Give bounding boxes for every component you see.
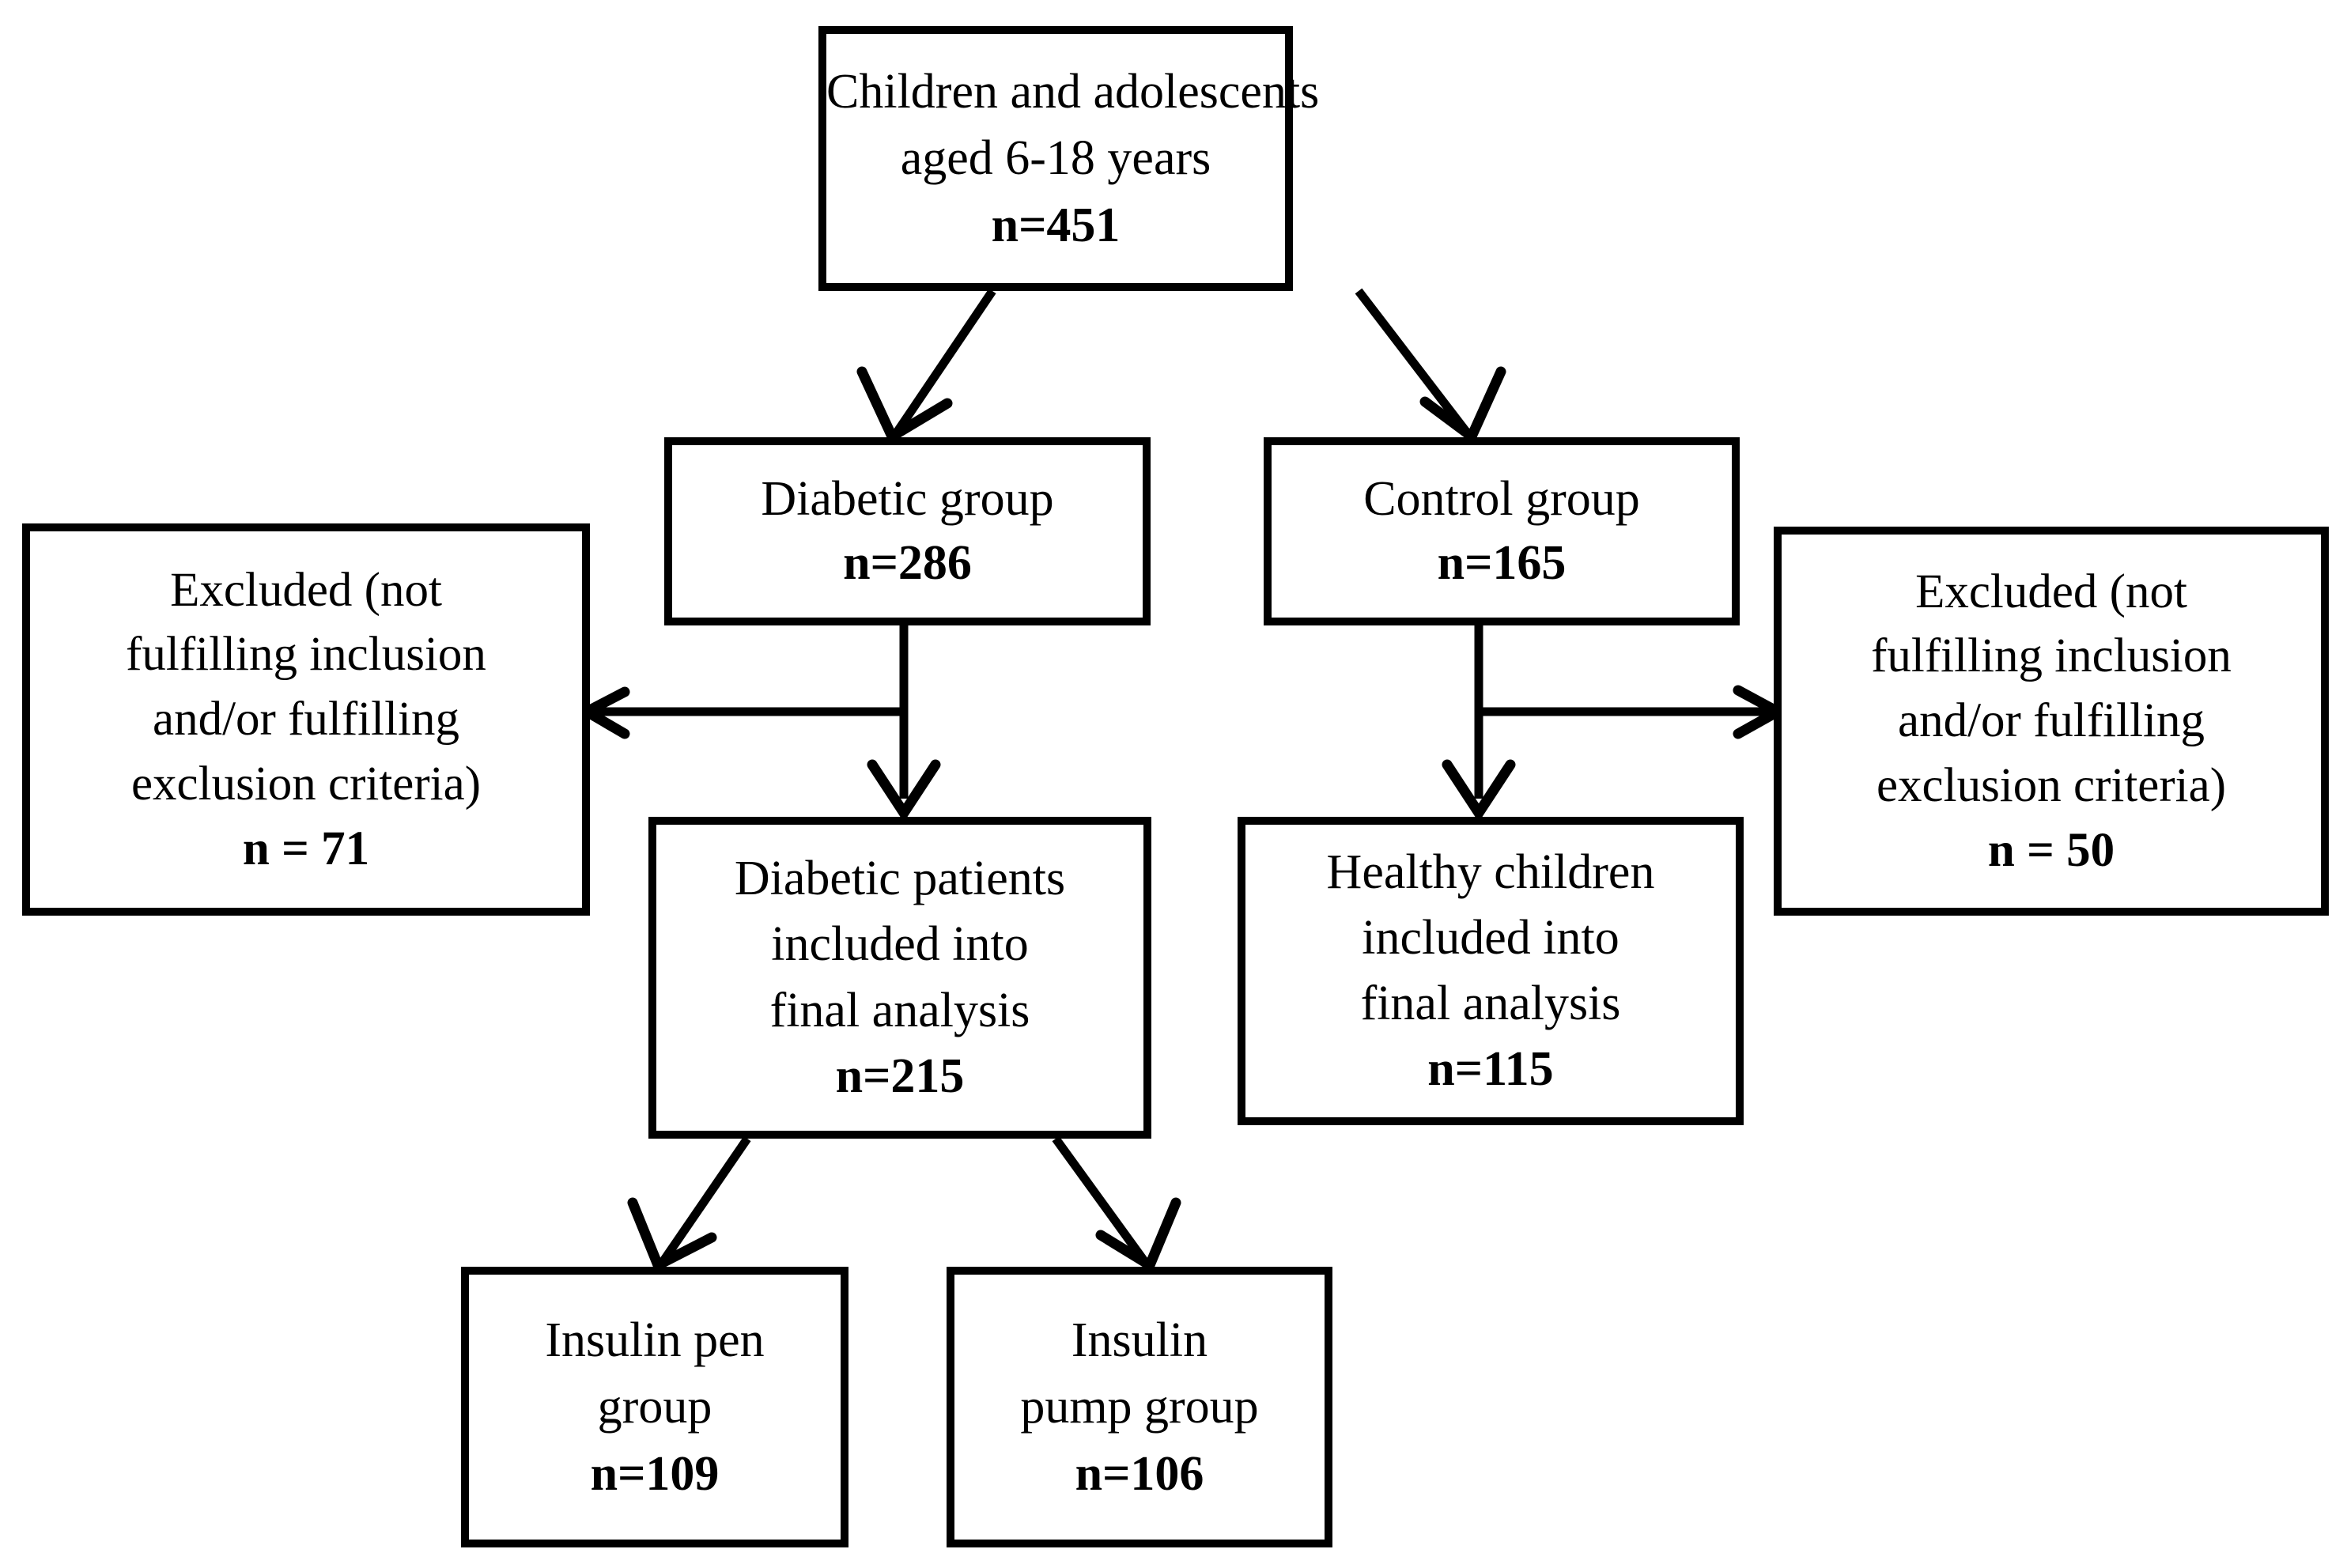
node-control-group: Control group n=165	[1264, 437, 1740, 625]
arrowhead-source-to-diabetic	[856, 366, 953, 444]
node-diabetic-group-label: Diabetic group	[761, 472, 1054, 527]
node-healthy-final-line-1: Healthy children	[1326, 844, 1655, 899]
arrowhead-source-to-control	[1419, 366, 1506, 445]
node-excluded-control: Excluded (not fulfilling inclusion and/o…	[1774, 527, 2329, 916]
node-insulin-pen-group: Insulin pen group n=109	[461, 1267, 848, 1547]
node-excluded-right-line-4: exclusion criteria)	[1876, 758, 2227, 812]
node-excluded-left-line-1: Excluded (not	[170, 563, 442, 617]
node-insulin-pen-count: n=109	[590, 1446, 720, 1501]
node-excluded-right-count: n = 50	[1987, 823, 2115, 877]
node-diabetic-final-line-1: Diabetic patients	[734, 852, 1066, 906]
node-excluded-right-line-1: Excluded (not	[1915, 565, 2187, 618]
arrowhead-diabetic-final	[867, 759, 941, 822]
node-insulin-pump-line-1: Insulin	[1071, 1313, 1208, 1368]
node-source-population: Children and adolescents aged 6-18 years…	[818, 26, 1320, 291]
node-healthy-final-analysis: Healthy children included into final ana…	[1238, 817, 1744, 1125]
arrowhead-to-pen	[627, 1197, 717, 1273]
edge-final-to-pump	[1052, 1135, 1149, 1265]
node-excluded-left-line-2: fulfilling inclusion	[126, 628, 486, 682]
arrowhead-to-pump	[1095, 1197, 1181, 1273]
node-excluded-left-line-4: exclusion criteria)	[130, 757, 482, 810]
node-source-line-1: Children and adolescents	[826, 65, 1320, 119]
node-insulin-pen-line-1: Insulin pen	[545, 1313, 765, 1368]
node-diabetic-group: Diabetic group n=286	[664, 437, 1151, 625]
node-diabetic-group-count: n=286	[843, 536, 972, 590]
node-insulin-pen-line-2: group	[597, 1380, 712, 1434]
arrowhead-to-excluded-left	[576, 686, 630, 739]
node-source-count: n=451	[991, 198, 1121, 252]
node-insulin-pump-line-2: pump group	[1020, 1380, 1259, 1434]
node-insulin-pump-count: n=106	[1075, 1446, 1204, 1501]
node-excluded-left-line-3: and/or fulfilling	[153, 693, 459, 746]
node-insulin-pump-group: Insulin pump group n=106	[947, 1267, 1332, 1547]
node-excluded-diabetic: Excluded (not fulfilling inclusion and/o…	[22, 523, 590, 916]
node-control-group-count: n=165	[1437, 536, 1567, 590]
node-excluded-right-line-3: and/or fulfilling	[1898, 694, 2205, 748]
edge-final-to-pen	[659, 1135, 751, 1265]
node-excluded-left-count: n = 71	[242, 822, 370, 875]
node-healthy-final-line-2: included into	[1362, 910, 1619, 965]
edge-source-to-control	[1355, 288, 1471, 436]
node-diabetic-final-line-3: final analysis	[769, 983, 1030, 1037]
edge-source-to-diabetic	[893, 288, 996, 436]
node-diabetic-final-analysis: Diabetic patients included into final an…	[648, 817, 1151, 1139]
arrowhead-healthy-final	[1442, 759, 1516, 822]
node-diabetic-final-line-2: included into	[771, 917, 1029, 972]
node-control-group-label: Control group	[1363, 472, 1640, 527]
node-excluded-right-line-2: fulfilling inclusion	[1871, 629, 2232, 683]
node-healthy-final-count: n=115	[1427, 1042, 1554, 1097]
node-diabetic-final-count: n=215	[835, 1048, 965, 1103]
arrowhead-to-excluded-right	[1733, 685, 1789, 739]
node-healthy-final-line-3: final analysis	[1360, 977, 1621, 1030]
node-source-line-2: aged 6-18 years	[900, 131, 1211, 186]
